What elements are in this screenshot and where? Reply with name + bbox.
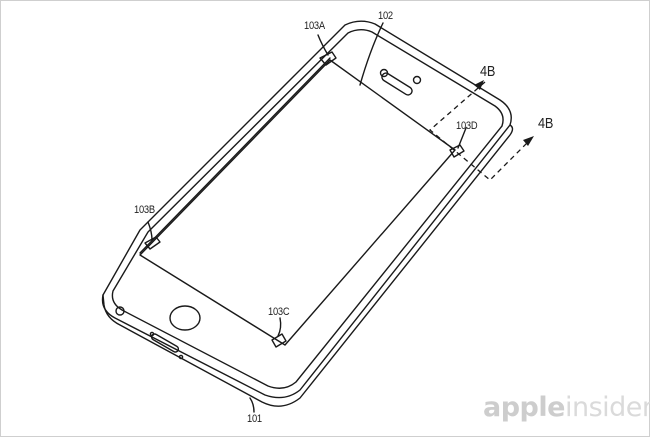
leader-103a: [317, 34, 329, 56]
leader-103d: [457, 127, 467, 149]
device-side-edge: [102, 124, 514, 407]
label-101: 101: [247, 413, 262, 425]
camera-dot: [379, 68, 389, 78]
arrow-4b-top: [474, 80, 484, 90]
label-103d: 103D: [456, 120, 478, 132]
appleinsider-watermark: appleinsider: [483, 392, 650, 423]
mic-dot: [149, 331, 155, 337]
leader-103b: [147, 221, 153, 241]
cover-glass-outline: [139, 59, 456, 346]
device-inner-outline: [111, 29, 504, 389]
frame-line-left: [139, 57, 331, 254]
label-103c: 103C: [268, 306, 290, 318]
leader-102: [359, 22, 384, 86]
watermark-bold: apple: [483, 392, 565, 423]
leader-101: [249, 397, 255, 413]
label-4b-right: 4B: [538, 115, 554, 132]
arrow-4b-right: [523, 136, 534, 146]
label-4b-top: 4B: [480, 63, 496, 80]
home-button: [169, 305, 201, 331]
screw-dot: [178, 354, 184, 360]
speaker-slot: [381, 72, 413, 96]
label-103a: 103A: [304, 20, 325, 32]
section-line-4b: [428, 81, 531, 181]
label-102: 102: [378, 10, 393, 22]
label-103b: 103B: [134, 204, 155, 216]
watermark-light: insider: [564, 392, 650, 423]
headphone-jack: [115, 306, 125, 316]
leader-103c: [277, 317, 282, 337]
clip-103d: [449, 144, 465, 158]
sensor-dot: [412, 75, 422, 85]
